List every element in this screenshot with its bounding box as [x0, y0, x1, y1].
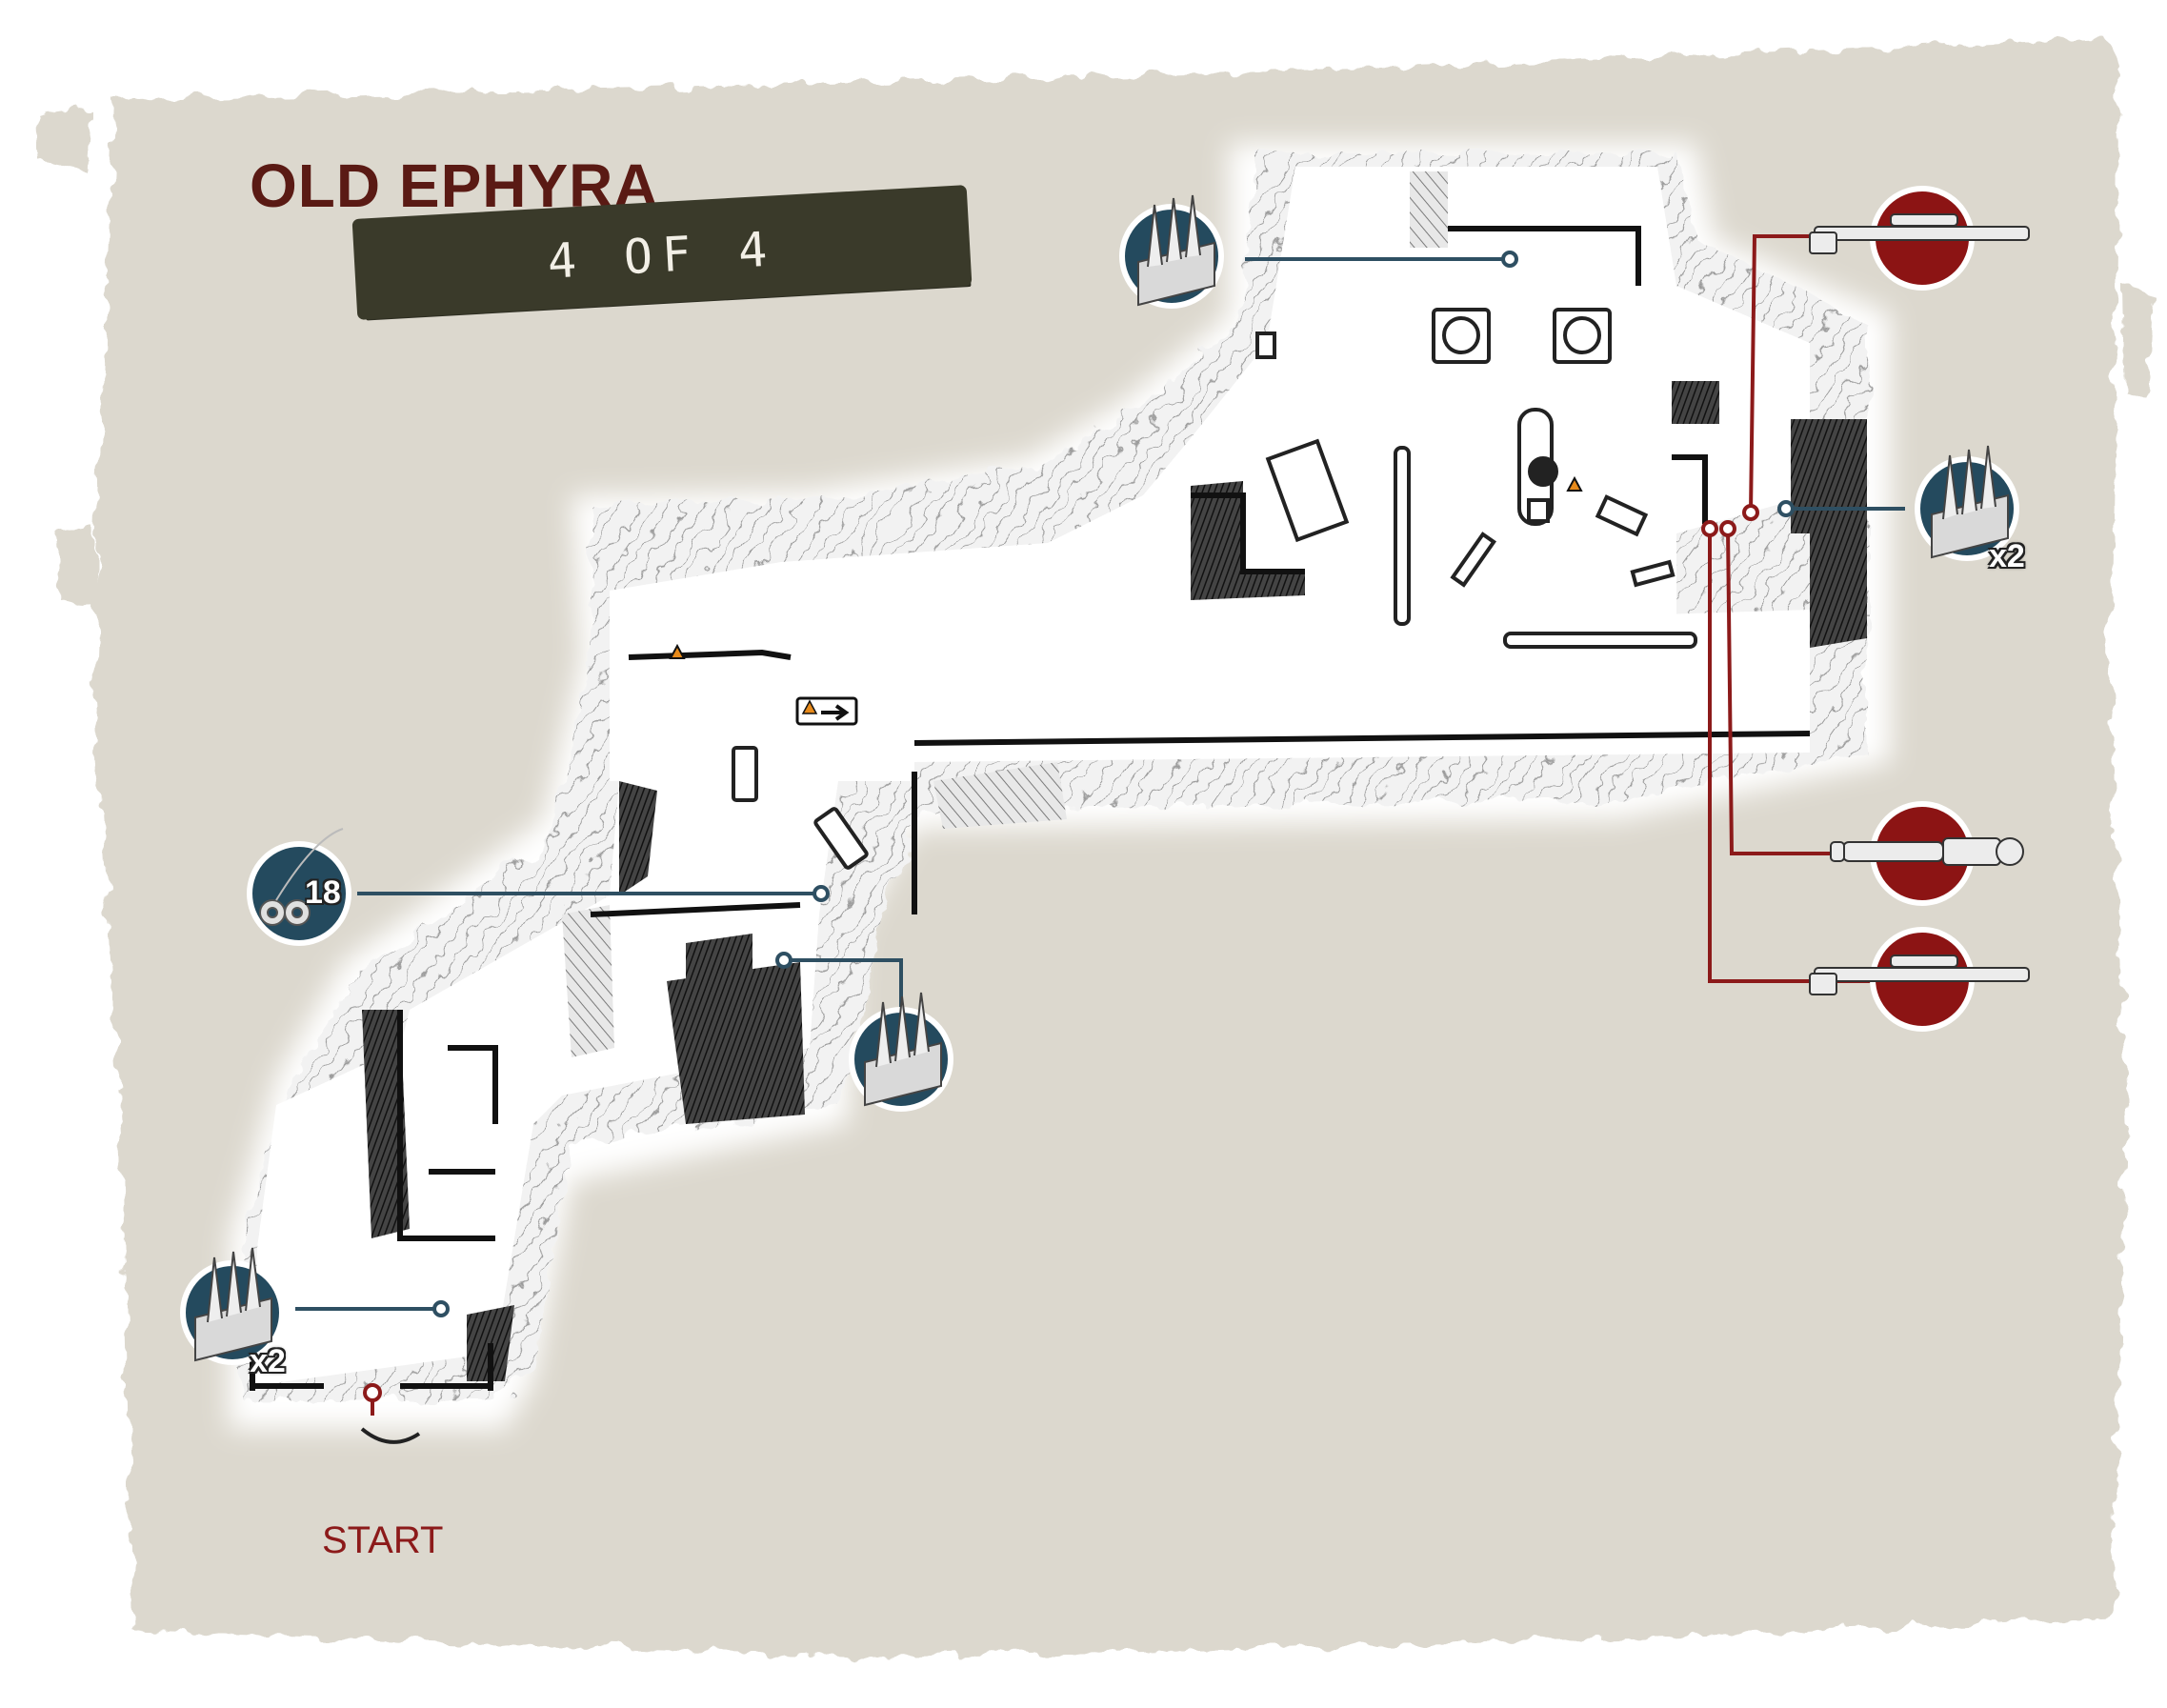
ammo-marker-top[interactable]: [1119, 194, 1224, 309]
ammo-marker-right[interactable]: [1915, 445, 2019, 561]
warning-triangle-icon: [669, 643, 686, 659]
cog-tags-count: 18: [305, 874, 341, 911]
sniper-rifle-icon: [1809, 954, 2030, 995]
ammo-crate-icon: [1931, 445, 2009, 559]
weapon-marker-3[interactable]: [1809, 927, 2030, 1032]
props: [360, 308, 1697, 1444]
ammo-crate-icon: [864, 992, 942, 1107]
weapon-marker-2[interactable]: [1830, 801, 2024, 906]
cog-tags-icon: [259, 828, 344, 926]
ammo-crate-icon: [194, 1247, 272, 1362]
cog-tags-marker[interactable]: [247, 828, 351, 946]
start-label: START: [322, 1519, 444, 1561]
ammo-marker-bottom-left[interactable]: [180, 1247, 285, 1365]
ammo-right-multiplier: x2: [1989, 538, 2025, 574]
ammo-marker-middle[interactable]: [849, 992, 953, 1112]
wall-lines: [250, 226, 1811, 1391]
ammo-bottom-left-multiplier: x2: [250, 1343, 286, 1379]
start-marker: [363, 1383, 382, 1402]
sniper-rifle-icon: [1809, 213, 2030, 254]
leader-endpoints: [432, 251, 1795, 1317]
warning-triangle-icon: [801, 699, 818, 714]
hazard-markers: [669, 475, 1583, 726]
weapon-marker-1[interactable]: [1809, 186, 2030, 291]
leader-lines: [295, 257, 1905, 1311]
warning-triangle-icon: [1566, 475, 1583, 492]
arrow-right-icon: [821, 704, 850, 721]
directional-sign: [795, 696, 858, 726]
chainsaw-icon: [1830, 837, 2024, 866]
route-endpoints: [363, 504, 1759, 1402]
ammo-crate-icon: [1137, 194, 1215, 307]
